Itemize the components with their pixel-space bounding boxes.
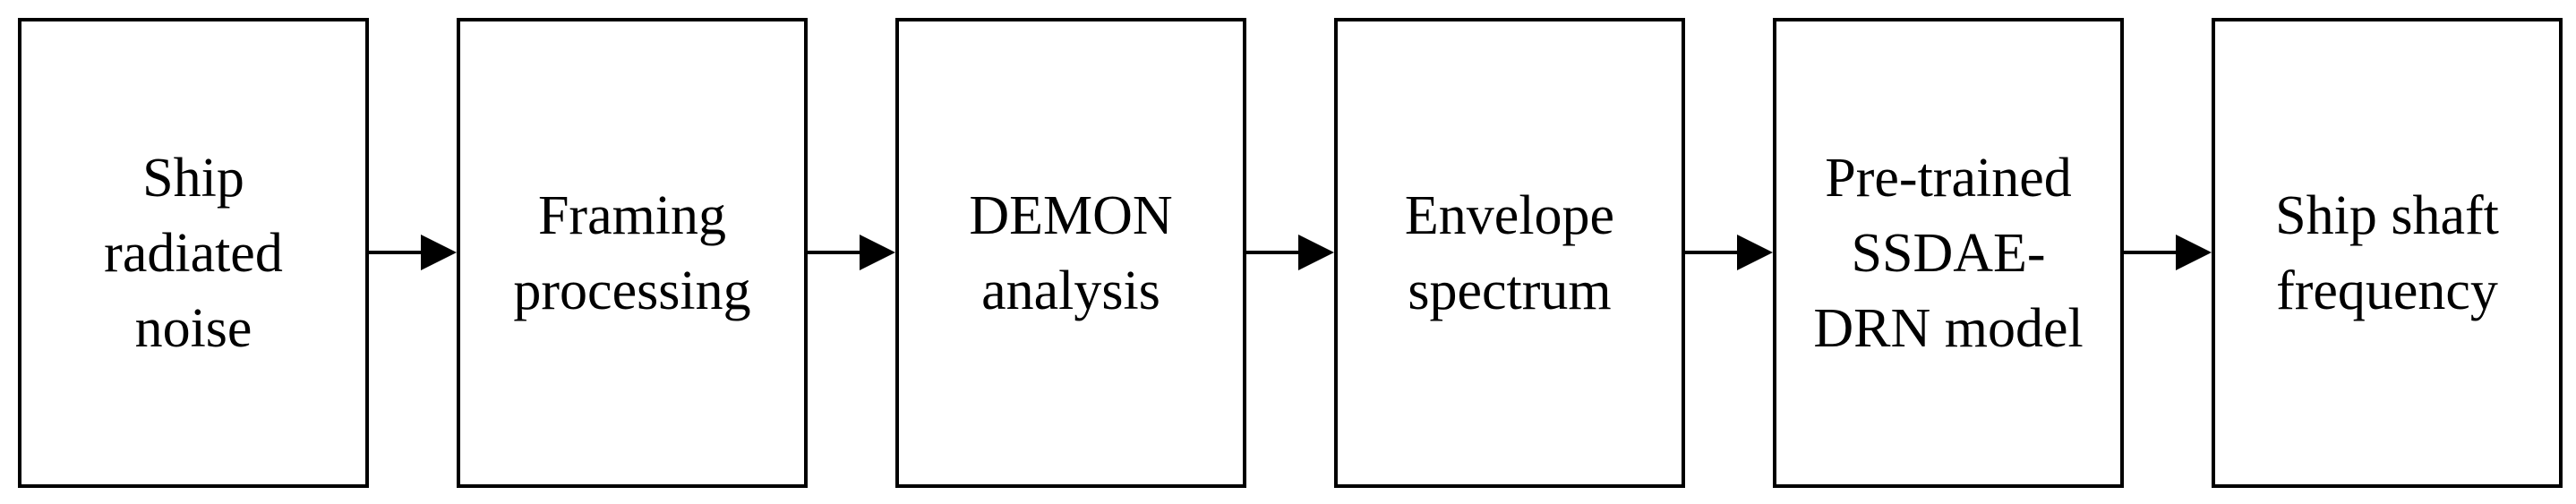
stage-label: Ship radiated noise <box>104 147 283 359</box>
stage-label: Pre-trained SSDAE- DRN model <box>1813 147 2084 359</box>
arrow-s4-s5 <box>1685 235 1773 270</box>
stage-pretrained-model: Pre-trained SSDAE- DRN model <box>1773 18 2124 488</box>
arrow-s2-s3 <box>808 235 895 270</box>
stage-demon-analysis: DEMON analysis <box>895 18 1246 488</box>
arrow-s5-s6 <box>2124 235 2212 270</box>
stage-ship-shaft-frequency: Ship shaft frequency <box>2212 18 2563 488</box>
arrow-s1-s2 <box>369 235 457 270</box>
stage-label: Framing processing <box>513 184 751 321</box>
stage-envelope-spectrum: Envelope spectrum <box>1334 18 1685 488</box>
stage-label: Ship shaft frequency <box>2275 184 2499 321</box>
stage-ship-radiated-noise: Ship radiated noise <box>18 18 369 488</box>
stage-framing-processing: Framing processing <box>457 18 808 488</box>
stage-label: DEMON analysis <box>969 184 1173 321</box>
arrow-s3-s4 <box>1246 235 1334 270</box>
stage-label: Envelope spectrum <box>1404 184 1615 321</box>
